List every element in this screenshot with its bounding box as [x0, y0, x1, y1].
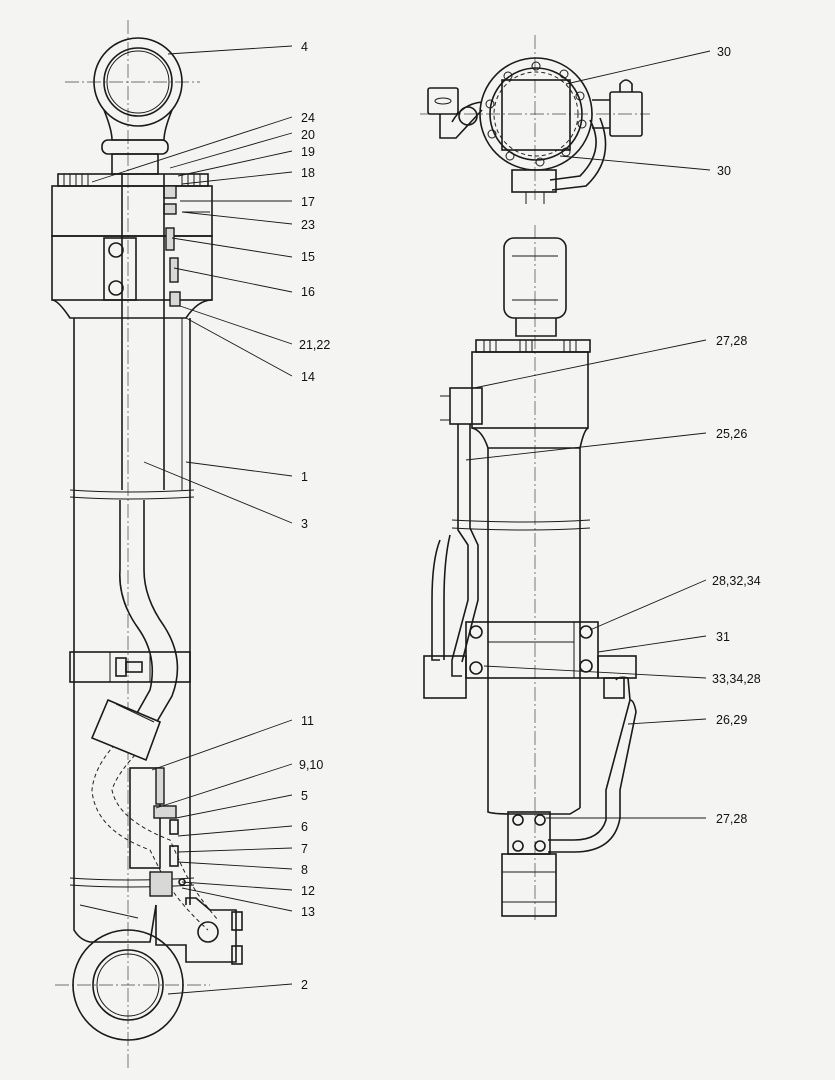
callout-26-29: 26,29 — [716, 713, 747, 727]
callout-16: 16 — [301, 285, 315, 299]
bolt-circle — [485, 61, 587, 167]
callout-17: 17 — [301, 195, 315, 209]
callout-1: 1 — [301, 470, 308, 484]
callout-4: 4 — [301, 40, 308, 54]
cylinder-barrel — [69, 318, 195, 905]
callout-31: 31 — [716, 630, 730, 644]
clamp-block — [423, 621, 637, 699]
callout-27-28-bottom: 27,28 — [716, 812, 747, 826]
callout-24: 24 — [301, 111, 315, 125]
callout-25-26: 25,26 — [716, 427, 747, 441]
tube-flange — [90, 698, 162, 762]
callout-13: 13 — [301, 905, 315, 919]
clamp-band — [69, 651, 191, 683]
left-cylinder-view — [51, 20, 243, 1070]
callout-15: 15 — [301, 250, 315, 264]
callout-6: 6 — [301, 820, 308, 834]
callout-labels: 4 24 20 19 18 17 23 15 16 21,22 14 1 3 1… — [299, 40, 761, 992]
right-cylinder-view — [423, 225, 637, 920]
callout-9-10: 9,10 — [299, 758, 323, 772]
callout-19: 19 — [301, 145, 315, 159]
callout-8: 8 — [301, 863, 308, 877]
callout-2: 2 — [301, 978, 308, 992]
callout-20: 20 — [301, 128, 315, 142]
callout-30-top: 30 — [717, 45, 731, 59]
callout-28-32-34: 28,32,34 — [712, 574, 761, 588]
bottom-end-cap — [73, 897, 243, 965]
callout-14: 14 — [301, 370, 315, 384]
rod-eye-top — [93, 37, 183, 141]
callout-11: 11 — [301, 714, 314, 728]
rod-eye-bottom — [72, 929, 184, 1041]
callout-18: 18 — [301, 166, 315, 180]
piston-assembly — [129, 767, 186, 897]
callout-23: 23 — [301, 218, 315, 232]
callout-3: 3 — [301, 517, 308, 531]
callout-27-28-top: 27,28 — [716, 334, 747, 348]
callout-21-22: 21,22 — [299, 338, 330, 352]
callout-5: 5 — [301, 789, 308, 803]
top-plan-view — [420, 35, 650, 204]
leader-lines — [91, 45, 711, 995]
callout-30-bottom: 30 — [717, 164, 731, 178]
callout-7: 7 — [301, 842, 308, 856]
cylinder-head — [51, 173, 213, 319]
callout-12: 12 — [301, 884, 315, 898]
callout-33-34-28: 33,34,28 — [712, 672, 761, 686]
